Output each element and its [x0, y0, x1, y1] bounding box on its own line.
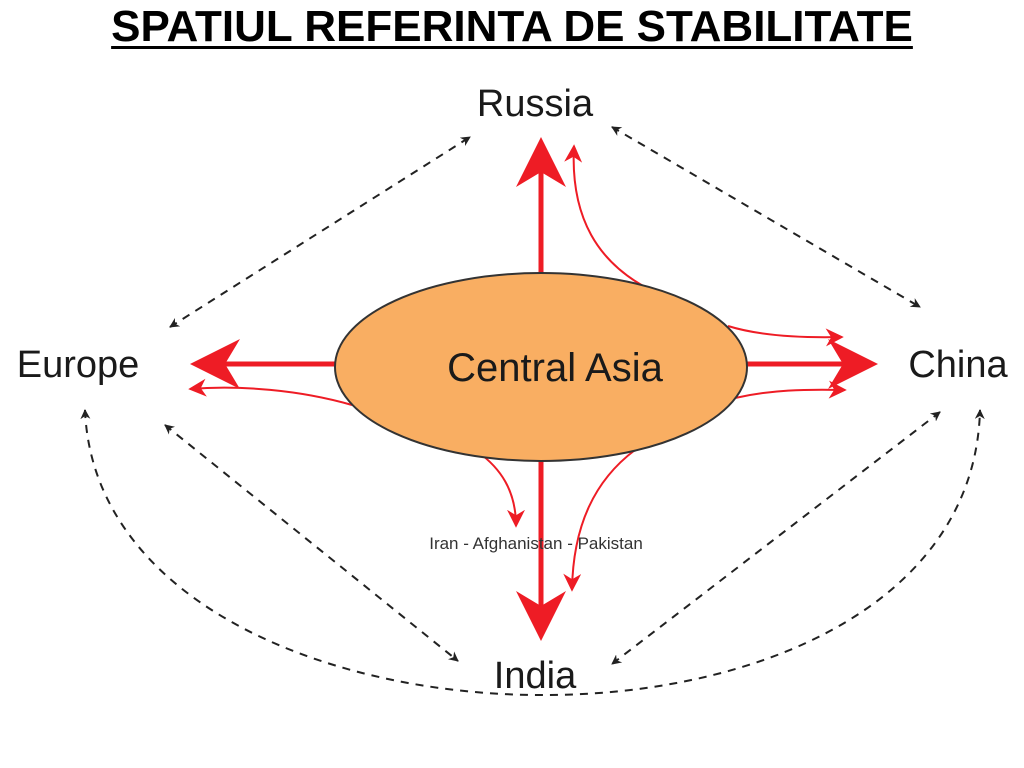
central-asia-ellipse	[334, 272, 748, 462]
relation-arc-europe-china	[80, 409, 985, 697]
russia-label: Russia	[477, 83, 594, 125]
central-asia-label: Central Asia	[447, 346, 663, 390]
thin-arrow-to-china-lower	[734, 380, 847, 399]
slide-title: SPATIUL REFERINTA DE STABILITATE	[111, 2, 913, 51]
thin-arrow-to-india	[563, 449, 636, 592]
thin-arrow-to-china-upper	[727, 325, 844, 347]
thin-arrow-to-europe	[188, 378, 353, 406]
china-label: China	[908, 344, 1008, 386]
thin-arrow-to-corridor	[477, 451, 525, 528]
thin-arrow-to-russia	[564, 144, 646, 288]
relation-arrow-russia-china	[611, 126, 921, 308]
corridor-label: Iran - Afghanistan - Pakistan	[429, 534, 643, 553]
europe-label: Europe	[17, 344, 140, 386]
relation-arrow-europe-india	[164, 424, 459, 662]
relation-arrow-china-india	[611, 411, 941, 665]
india-label: India	[494, 655, 577, 697]
